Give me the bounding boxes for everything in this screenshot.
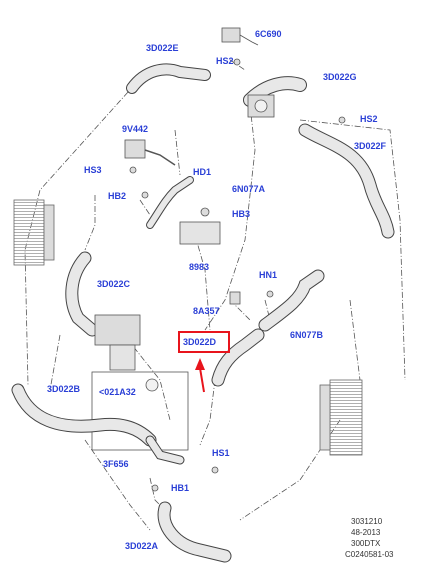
label-3d022b[interactable]: 3D022B	[47, 384, 81, 394]
label-3d022c[interactable]: 3D022C	[97, 279, 131, 289]
intercooler-left	[13, 199, 55, 266]
clip-021a32	[145, 378, 159, 392]
label-3d022d[interactable]: 3D022D	[183, 337, 217, 347]
assembly-box	[91, 371, 189, 451]
boundary-lines	[24, 59, 406, 531]
sensor-6c690	[221, 27, 241, 43]
label-021a32[interactable]: <021A32	[99, 387, 136, 397]
label-8983[interactable]: 8983	[189, 262, 210, 272]
label-hd1[interactable]: HD1	[193, 167, 212, 177]
footer-line-1: 3031210	[351, 517, 383, 526]
label-3d022g[interactable]: 3D022G	[323, 72, 357, 82]
label-hs2-right[interactable]: HS2	[360, 114, 378, 124]
footer-line-4: C0240581-03	[345, 550, 394, 559]
components	[94, 27, 346, 492]
actuator-9v442	[124, 139, 146, 159]
clip-8a357	[229, 291, 241, 305]
label-hs2-top[interactable]: HS2	[216, 56, 234, 66]
label-3d022e[interactable]: 3D022E	[146, 43, 179, 53]
label-hn1[interactable]: HN1	[259, 270, 278, 280]
footer-line-3: 300DTX	[351, 539, 381, 548]
highlight-arrow	[195, 358, 205, 393]
bracket-8983	[179, 221, 221, 245]
highlight-box	[178, 331, 230, 353]
hoses	[11, 63, 395, 563]
label-8a357[interactable]: 8A357	[193, 306, 220, 316]
label-hb1[interactable]: HB1	[171, 483, 190, 493]
label-3f656[interactable]: 3F656	[103, 459, 129, 469]
label-6c690[interactable]: 6C690	[255, 29, 282, 39]
egr-cooler	[94, 314, 141, 346]
label-9v442[interactable]: 9V442	[122, 124, 149, 134]
label-hb3[interactable]: HB3	[232, 209, 251, 219]
label-hs1[interactable]: HS1	[212, 448, 230, 458]
label-hs3[interactable]: HS3	[84, 165, 102, 175]
label-3d022f[interactable]: 3D022F	[354, 141, 387, 151]
footer-line-2: 48-2013	[351, 528, 381, 537]
label-3d022a[interactable]: 3D022A	[125, 541, 159, 551]
label-6n077b[interactable]: 6N077B	[290, 330, 324, 340]
label-hb2[interactable]: HB2	[108, 191, 127, 201]
label-6n077a[interactable]: 6N077A	[232, 184, 266, 194]
intercooler-right	[319, 379, 363, 456]
